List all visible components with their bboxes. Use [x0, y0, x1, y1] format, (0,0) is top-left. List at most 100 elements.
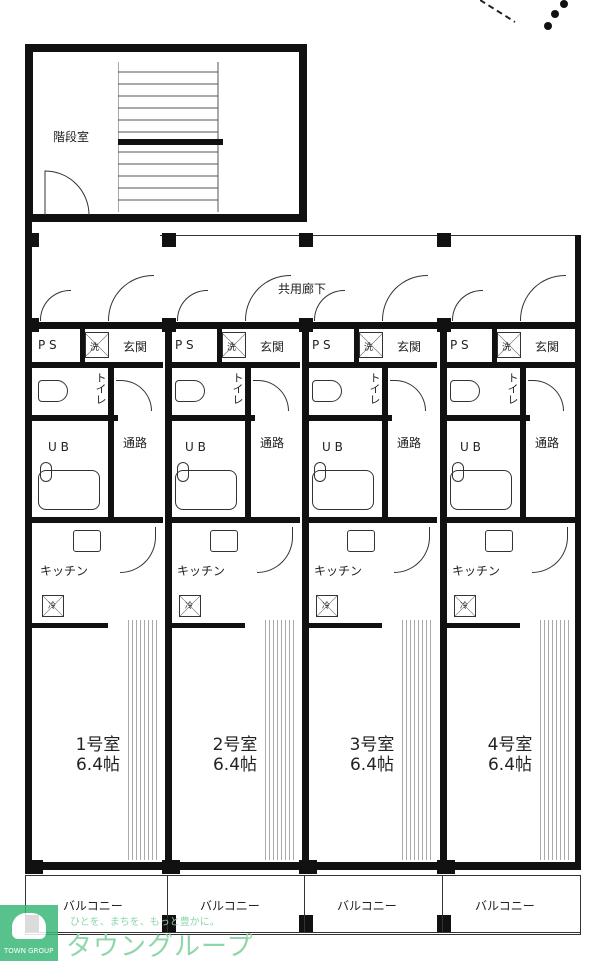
room-number: 3号室 — [349, 735, 395, 755]
toilet-door — [390, 380, 426, 411]
room-door — [532, 527, 568, 573]
town-group-logo: TOWN GROUP — [0, 905, 58, 961]
toilet-door — [528, 380, 564, 411]
wall — [440, 517, 575, 523]
door-swing — [452, 290, 483, 321]
balcony-divider — [167, 875, 168, 933]
shoe-cabinet-icon — [359, 332, 383, 358]
room-number: 2号室 — [212, 735, 258, 755]
shelf — [302, 623, 382, 628]
hall-label: 通路 — [535, 436, 560, 450]
balcony-label: バルコニー — [63, 899, 123, 913]
column — [162, 915, 176, 932]
balcony-label: バルコニー — [475, 899, 535, 913]
closet-divider — [217, 329, 222, 362]
closet-divider — [492, 329, 497, 362]
sink-icon — [177, 462, 189, 482]
ps-label: P S — [450, 338, 469, 352]
balcony-label: バルコニー — [337, 899, 397, 913]
bathtub-icon — [450, 470, 512, 510]
entry-wall — [440, 322, 575, 329]
ps-label: P S — [175, 338, 194, 352]
logo-name: タウングループ — [66, 932, 254, 962]
balcony-divider — [442, 875, 443, 933]
party-wall — [440, 320, 447, 870]
column — [299, 915, 313, 932]
wall — [28, 862, 163, 870]
room-door — [120, 527, 156, 573]
vent-label: 冷 — [322, 601, 330, 610]
vent-icon — [42, 595, 64, 617]
kitchen-sink-icon — [347, 530, 375, 552]
bath-label: U B — [322, 440, 343, 454]
vent-icon — [179, 595, 201, 617]
bath-label: U B — [185, 440, 206, 454]
wall — [440, 362, 575, 368]
room-size: 6.4帖 — [212, 755, 258, 775]
wall — [165, 862, 300, 870]
party-wall — [165, 320, 172, 870]
entry-wall — [28, 322, 163, 329]
toilet-icon — [175, 380, 205, 402]
room-size: 6.4帖 — [75, 755, 121, 775]
stair-room: 階段室 — [25, 44, 307, 222]
wall — [245, 368, 251, 518]
logo-mark-text: TOWN GROUP — [4, 947, 54, 955]
toilet-label: トイレ — [231, 372, 244, 405]
wall — [108, 368, 114, 518]
shoe-label: 洗 — [364, 343, 374, 353]
toilet-label: トイレ — [506, 372, 519, 405]
shoe-cabinet-icon — [85, 332, 109, 358]
wall — [28, 415, 118, 421]
vent-icon — [316, 595, 338, 617]
wall — [440, 862, 575, 870]
toilet-label: トイレ — [368, 372, 381, 405]
door-swing — [40, 290, 71, 321]
toilet-icon — [450, 380, 480, 402]
entry-wall — [165, 322, 300, 329]
kitchen-label: キッチン — [452, 564, 501, 578]
vent-label: 冷 — [185, 601, 193, 610]
wall — [165, 415, 255, 421]
kitchen-sink-icon — [485, 530, 513, 552]
north-arrow-icon — [480, 0, 568, 30]
bath-label: U B — [460, 440, 481, 454]
room-number: 1号室 — [75, 735, 121, 755]
sink-icon — [40, 462, 52, 482]
toilet-icon — [312, 380, 342, 402]
ps-label: P S — [38, 338, 57, 352]
column — [437, 233, 451, 247]
stair-label: 階段室 — [53, 130, 90, 144]
bathtub-icon — [175, 470, 237, 510]
entrance-label: 玄関 — [123, 340, 148, 354]
kitchen-label: キッチン — [314, 564, 363, 578]
wall — [302, 415, 392, 421]
column — [299, 233, 313, 247]
door-swing — [177, 290, 208, 321]
wall — [520, 368, 526, 518]
toilet-door — [116, 380, 152, 411]
room-size: 6.4帖 — [349, 755, 395, 775]
entrance-door — [520, 275, 566, 321]
bathtub-icon — [312, 470, 374, 510]
hall-label: 通路 — [123, 436, 148, 450]
entrance-door — [245, 275, 291, 321]
vent-label: 冷 — [48, 601, 56, 610]
outer-wall-left — [25, 222, 32, 870]
room-door — [257, 527, 293, 573]
shelf — [165, 623, 245, 628]
column — [25, 233, 39, 247]
stairs-icon — [118, 62, 223, 212]
kitchen-sink-icon — [210, 530, 238, 552]
wall — [302, 362, 437, 368]
toilet-label: トイレ — [94, 372, 107, 405]
entrance-door — [108, 275, 154, 321]
bathtub-icon — [38, 470, 100, 510]
wall — [440, 415, 530, 421]
room-number: 4号室 — [487, 735, 533, 755]
balcony-rail — [25, 932, 581, 933]
toilet-door — [253, 380, 289, 411]
entrance-door — [382, 275, 428, 321]
wall — [302, 517, 437, 523]
shoe-cabinet-icon — [222, 332, 246, 358]
